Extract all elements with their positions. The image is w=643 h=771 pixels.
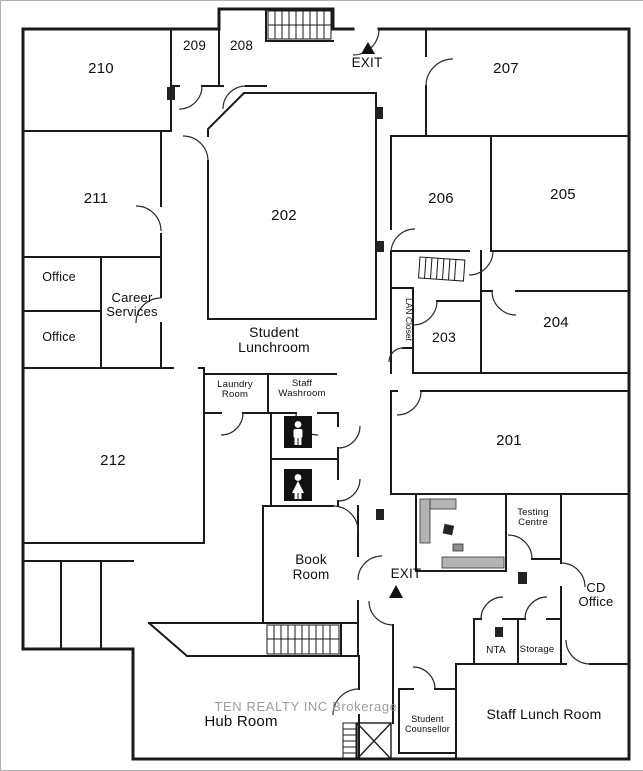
exit-label-top: EXIT [351, 55, 383, 70]
elevator-icon [356, 722, 392, 760]
room-label-nta: NTA [486, 645, 506, 656]
stairs-icon-bottom [266, 624, 340, 655]
room-label-205: 205 [550, 186, 576, 203]
room-label-201: 201 [496, 432, 522, 449]
room-label-202: 202 [271, 207, 297, 224]
room-label-staff-washroom: Staff Washroom [278, 378, 326, 400]
room-label-storage: Storage [519, 644, 555, 655]
exit-triangle-top-icon [361, 42, 375, 54]
room-label-student-counsellor: Student Counsellor [404, 714, 451, 734]
room-label-student-lunchroom: Student Lunchroom [238, 324, 310, 356]
room-label-office-bottom: Office [42, 330, 76, 344]
interior-walls [22, 8, 630, 760]
room-label-203: 203 [432, 329, 456, 345]
room-label-laundry-room: Laundry Room [217, 379, 253, 401]
mens-washroom-icon [284, 416, 312, 448]
womens-washroom-icon [284, 469, 312, 501]
radiator-icon [418, 256, 466, 282]
room-label-207: 207 [493, 60, 519, 77]
exit-label-middle: EXIT [390, 566, 422, 581]
room-label-208: 208 [229, 38, 254, 53]
room-label-209: 209 [182, 38, 207, 53]
room-label-cd-office: CD Office [578, 580, 614, 610]
desk-icon [419, 498, 505, 569]
room-label-testing-centre: Testing Centre [517, 507, 549, 529]
room-label-204: 204 [543, 314, 569, 331]
room-label-hub-room: Hub Room [204, 713, 278, 730]
exit-triangle-middle-icon [389, 585, 403, 598]
room-label-211: 211 [83, 190, 109, 207]
outer-walls [21, 7, 631, 761]
stairs-icon-top [267, 10, 332, 40]
watermark: TEN REALTY INC Brokerage [214, 699, 398, 714]
room-label-206: 206 [428, 190, 454, 207]
room-label-office-top: Office [42, 270, 76, 284]
door-jamb-marks [167, 87, 527, 637]
door-arcs [135, 28, 591, 716]
stairs-icon-small [342, 722, 357, 760]
room-label-212: 212 [100, 452, 126, 469]
room-label-career-services: Career Services [106, 290, 158, 320]
room-label-lan-closet: LAN Closet [404, 297, 414, 341]
room-label-book-room: Book Room [292, 552, 330, 582]
room-label-210: 210 [88, 60, 114, 77]
room-label-staff-lunch-room: Staff Lunch Room [486, 706, 602, 722]
